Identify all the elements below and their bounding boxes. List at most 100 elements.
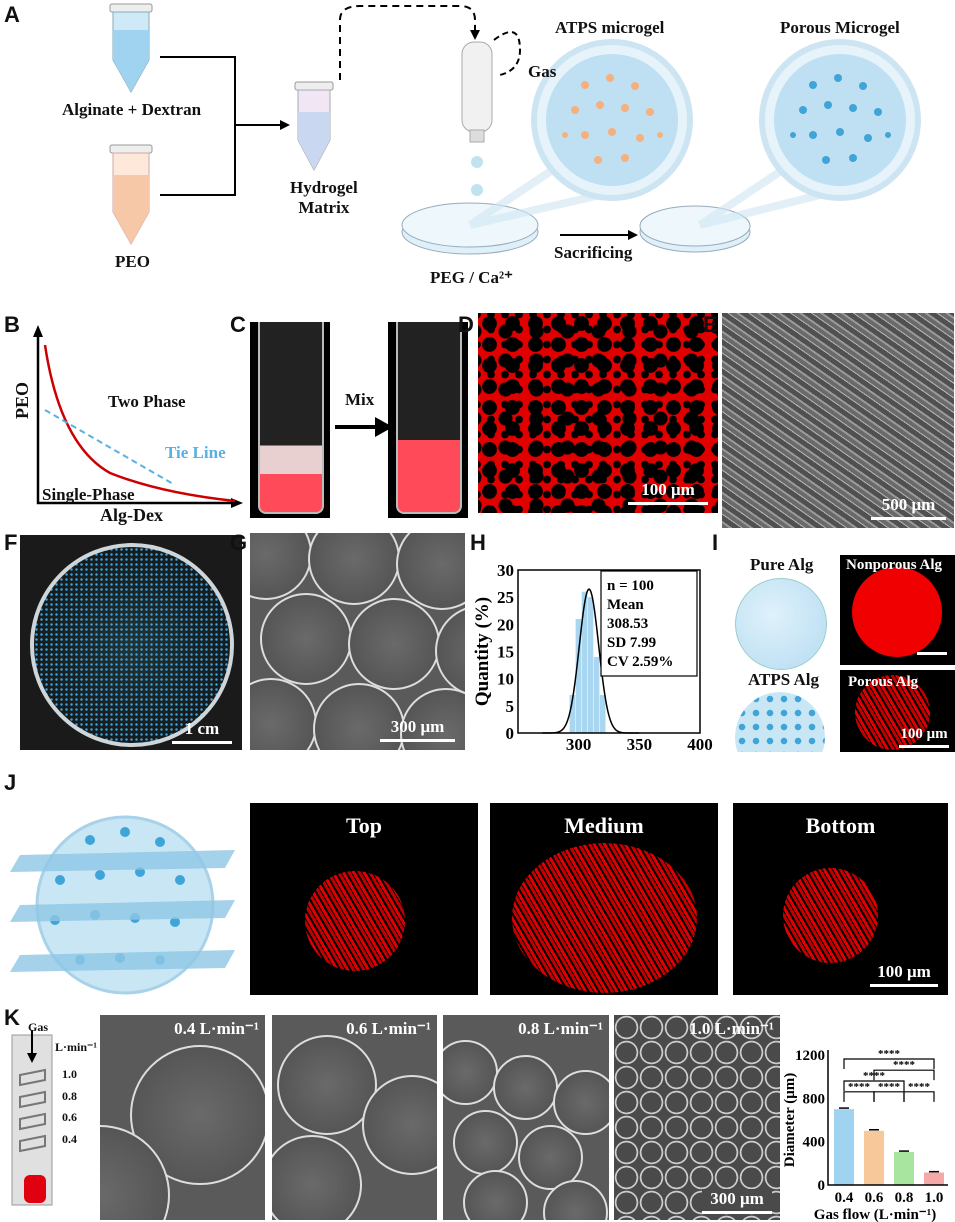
panel-label-b: B xyxy=(4,312,20,337)
label-peo: PEO xyxy=(115,252,150,271)
confocal-atps-image: 100 μm xyxy=(478,313,718,513)
binodal-curve xyxy=(43,344,236,503)
y-tick-label: 800 xyxy=(803,1091,826,1107)
panel-label-d: D xyxy=(458,312,474,337)
sem-image: 500 μm xyxy=(722,313,954,528)
scale-text: 100 μm xyxy=(877,962,931,981)
axes xyxy=(827,1050,948,1186)
x-tick-label: 0.8 xyxy=(895,1190,914,1206)
vial-after-image xyxy=(388,322,468,518)
scale-text: 100 μm xyxy=(641,480,695,499)
y-axis-label: Quantity (%) xyxy=(472,597,493,706)
sliced-sphere-diagram xyxy=(10,815,235,995)
legend-text: SD 7.99 xyxy=(607,635,656,651)
i-atps-alg: ATPS Alg xyxy=(748,670,820,689)
i-pure-alg: Pure Alg xyxy=(750,555,814,574)
slice-top-image: Top xyxy=(250,803,478,995)
significance-bracket xyxy=(843,1058,935,1069)
atps-alg-sphere-icon xyxy=(735,692,825,752)
significance-bracket xyxy=(873,1091,905,1102)
size-histogram: 051015202530300350400Size of microsphere… xyxy=(472,561,713,754)
bar-0.6 xyxy=(864,1130,884,1185)
y-tick-label: 0 xyxy=(818,1178,826,1194)
k-level-4: 0.4 xyxy=(62,1132,77,1146)
k-unit: L·min⁻¹ xyxy=(55,1040,97,1054)
significance-label: **** xyxy=(863,1070,886,1082)
significance-bracket xyxy=(843,1080,905,1091)
b-two-phase: Two Phase xyxy=(108,392,186,411)
legend-text: n = 100 xyxy=(607,578,654,594)
x-axis-label: Gas flow (L·min⁻¹) xyxy=(814,1207,936,1222)
y-tick-label: 0 xyxy=(506,724,515,743)
label-atps-microgel: ATPS microgel xyxy=(555,18,665,37)
j-top: Top xyxy=(346,813,382,838)
significance-label: **** xyxy=(893,1059,916,1071)
scale-text: 1 cm xyxy=(184,719,220,738)
y-tick-label: 5 xyxy=(506,697,515,716)
k-level-3: 0.6 xyxy=(62,1110,77,1124)
mix-arrow-icon xyxy=(335,417,393,437)
scale-text: 300 μm xyxy=(710,1189,764,1208)
panel-label-g: G xyxy=(230,530,248,555)
vial-before-image xyxy=(250,322,330,518)
pure-alg-sphere-icon xyxy=(735,578,827,670)
legend-text: 308.53 xyxy=(607,616,648,632)
i-porous-alg: Porous Alg xyxy=(848,674,919,690)
scale-bar-e: 500 μm xyxy=(871,495,946,520)
nozzle-icon xyxy=(461,41,493,143)
x-tick-label: 1.0 xyxy=(925,1190,944,1206)
gas-flow-device-diagram xyxy=(11,1030,53,1206)
label-gas: Gas xyxy=(528,62,557,81)
atps-microgel-icon xyxy=(531,39,693,201)
k-img-label-4: 1.0 L·min⁻¹ xyxy=(689,1019,774,1038)
microspheres-brightfield-image: 300 μm xyxy=(250,533,465,750)
y-tick-label: 10 xyxy=(497,670,514,689)
k-level-1: 1.0 xyxy=(62,1067,77,1081)
j-medium: Medium xyxy=(564,813,644,838)
scale-bar-i1 xyxy=(917,652,947,655)
scale-bar-g: 300 μm xyxy=(380,717,455,742)
i-nonporous-alg: Nonporous Alg xyxy=(846,557,943,573)
label-peg-ca: PEG / Ca²⁺ xyxy=(430,268,514,287)
legend-text: Mean xyxy=(607,597,644,613)
k-img-label-1: 0.4 L·min⁻¹ xyxy=(174,1019,259,1038)
porous-alg-image: Porous Alg 100 μm xyxy=(840,670,955,752)
nonporous-alg-image: Nonporous Alg xyxy=(840,555,955,665)
significance-bracket xyxy=(843,1091,875,1102)
label-sacrificing: Sacrificing xyxy=(554,243,633,262)
histogram-bar xyxy=(575,618,582,733)
bar-0.4 xyxy=(834,1109,854,1185)
micrograph-1-0: 1.0 L·min⁻¹ 300 μm xyxy=(614,1015,780,1220)
slice-bottom-image: Bottom 100 μm xyxy=(733,803,948,995)
porous-microgel-icon xyxy=(759,39,921,201)
micrograph-0-6: 0.6 L·min⁻¹ xyxy=(272,1015,437,1220)
b-xlabel: Alg-Dex xyxy=(100,505,163,525)
x-tick-label: 400 xyxy=(687,735,713,754)
scale-bar-j: 100 μm xyxy=(870,962,938,987)
significance-label: **** xyxy=(848,1081,871,1093)
k-img-label-2: 0.6 L·min⁻¹ xyxy=(346,1019,431,1038)
label-alginate-dextran: Alginate + Dextran xyxy=(62,100,202,119)
significance-bracket xyxy=(873,1069,935,1081)
y-tick-label: 25 xyxy=(497,588,514,607)
micrograph-0-4: 0.4 L·min⁻¹ xyxy=(100,1015,265,1220)
significance-label: **** xyxy=(908,1081,931,1093)
scale-bar-d: 100 μm xyxy=(628,480,708,505)
panel-label-j: J xyxy=(4,770,17,795)
significance-bracket xyxy=(903,1091,935,1102)
tie-line xyxy=(44,409,176,486)
panel-label-i: I xyxy=(712,530,719,555)
histogram-bar xyxy=(593,656,600,733)
panel-label-k: K xyxy=(4,1005,20,1030)
panel-label-a: A xyxy=(4,2,20,27)
scale-text: 100 μm xyxy=(900,726,948,742)
label-porous-microgel: Porous Microgel xyxy=(780,18,900,37)
bar-1.0 xyxy=(924,1172,944,1185)
y-tick-label: 15 xyxy=(497,643,514,662)
histogram-bar xyxy=(569,694,576,733)
scale-text: 300 μm xyxy=(390,717,445,736)
histogram-bar xyxy=(587,597,594,733)
histogram-bar xyxy=(581,591,588,733)
